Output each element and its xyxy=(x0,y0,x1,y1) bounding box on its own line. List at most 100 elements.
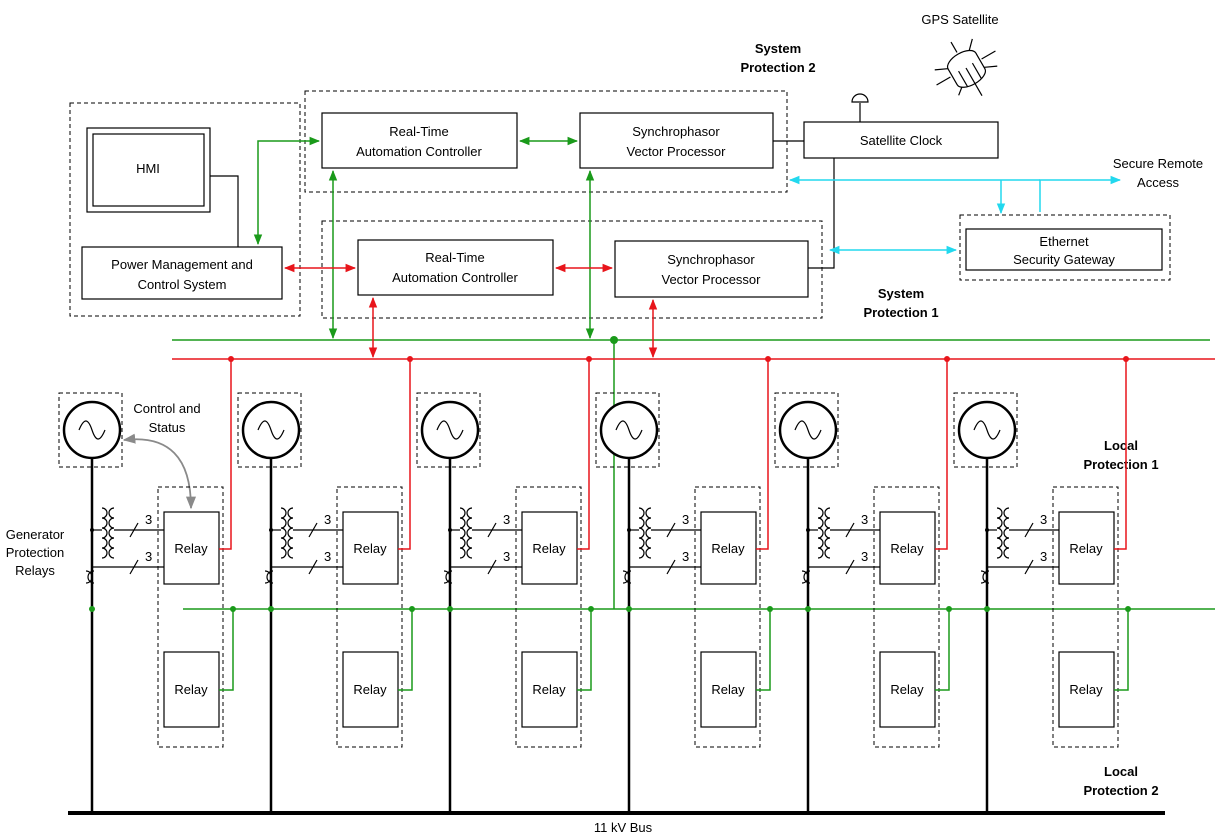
relay-green-link xyxy=(219,609,234,691)
hmi-monitor[interactable]: HMI xyxy=(86,127,211,213)
green-junction xyxy=(409,606,415,612)
current-transformer-icon: 3 xyxy=(622,549,701,584)
secure-remote-access-label-line-2: Access xyxy=(1137,175,1179,190)
relay-local-protection-1[interactable]: Relay xyxy=(700,511,757,585)
ct-count-label: 3 xyxy=(324,549,331,564)
relay-local-protection-2[interactable]: Relay xyxy=(879,651,936,728)
red-junction xyxy=(407,356,413,362)
svp-bottom-label-line-1: Synchrophasor xyxy=(667,252,755,267)
relay-label: Relay xyxy=(174,541,208,556)
relay-local-protection-2[interactable]: Relay xyxy=(163,651,220,728)
transformer-icon: 3 xyxy=(806,507,880,559)
relay-label: Relay xyxy=(532,541,566,556)
secure-remote-access-link xyxy=(1039,175,1122,212)
relay-group-outline xyxy=(873,486,940,748)
relay-red-link xyxy=(577,359,590,550)
pmcs-box[interactable]: Power Management and Control System xyxy=(81,246,283,300)
rtac-bottom-box[interactable]: Real-Time Automation Controller xyxy=(357,239,554,296)
relay-label: Relay xyxy=(353,541,387,556)
generator-icon xyxy=(420,400,480,460)
transformer-icon: 3 xyxy=(985,507,1059,559)
ct-count-label: 3 xyxy=(145,549,152,564)
rtac-top-label-line-1: Real-Time xyxy=(389,124,448,139)
relay-group-outline xyxy=(336,486,403,748)
pmcs-label-line-1: Power Management and xyxy=(111,257,253,272)
relay-group-outline xyxy=(157,486,224,748)
relay-local-protection-1[interactable]: Relay xyxy=(342,511,399,585)
vt-count-label: 3 xyxy=(861,512,868,527)
relay-label: Relay xyxy=(174,682,208,697)
generator-outline xyxy=(774,392,839,468)
relay-green-link xyxy=(398,609,413,691)
green-junction xyxy=(588,606,594,612)
relay-local-protection-1[interactable]: Relay xyxy=(163,511,220,585)
vt-count-label: 3 xyxy=(682,512,689,527)
relay-local-protection-2[interactable]: Relay xyxy=(342,651,399,728)
rtac-top-label-line-2: Automation Controller xyxy=(356,144,482,159)
current-transformer-icon: 3 xyxy=(443,549,522,584)
vt-count-label: 3 xyxy=(1040,512,1047,527)
ethernet-gateway-label-line-2: Security Gateway xyxy=(1013,252,1115,267)
bus-label: 11 kV Bus xyxy=(594,820,653,835)
relay-local-protection-1[interactable]: Relay xyxy=(521,511,578,585)
relay-local-protection-1[interactable]: Relay xyxy=(1058,511,1115,585)
svp-top-label-line-2: Vector Processor xyxy=(627,144,727,159)
ethernet-gateway-box[interactable]: Ethernet Security Gateway xyxy=(965,228,1163,271)
feeder-green-junction xyxy=(89,606,95,612)
generator-outline xyxy=(953,392,1018,468)
ethernet-gateway-label-line-1: Ethernet xyxy=(1039,234,1089,249)
control-status-label-line-1: Control and xyxy=(133,401,200,416)
relay-green-link xyxy=(577,609,592,691)
transformer-icon: 3 xyxy=(448,507,522,559)
relay-green-link xyxy=(1114,609,1129,691)
transformer-icon: 3 xyxy=(627,507,701,559)
red-junction xyxy=(1123,356,1129,362)
system-protection-1-label-line-1: System xyxy=(878,286,924,301)
local-protection-1-label-line-2: Protection 1 xyxy=(1083,457,1158,472)
relay-green-link xyxy=(935,609,950,691)
current-transformer-icon: 3 xyxy=(980,549,1059,584)
generator-outline xyxy=(237,392,302,468)
secure-remote-access-label-line-1: Secure Remote xyxy=(1113,156,1203,171)
vt-count-label: 3 xyxy=(145,512,152,527)
system-protection-1-label-line-2: Protection 1 xyxy=(863,305,938,320)
relay-local-protection-2[interactable]: Relay xyxy=(700,651,757,728)
relay-label: Relay xyxy=(353,682,387,697)
red-junction xyxy=(765,356,771,362)
relay-label: Relay xyxy=(711,682,745,697)
svp-top-box[interactable]: Synchrophasor Vector Processor xyxy=(579,112,774,169)
relay-group-outline xyxy=(1052,486,1119,748)
ct-count-label: 3 xyxy=(1040,549,1047,564)
relay-label: Relay xyxy=(532,682,566,697)
green-junction xyxy=(767,606,773,612)
relay-red-link xyxy=(398,359,411,550)
system-protection-2-label-line-1: System xyxy=(755,41,801,56)
feeder-green-junction xyxy=(984,606,990,612)
feeder-green-junction xyxy=(805,606,811,612)
generator-protection-relays-label-line-2: Protection xyxy=(6,545,65,560)
relay-green-link xyxy=(756,609,771,691)
generator-outline xyxy=(416,392,481,468)
relay-local-protection-1[interactable]: Relay xyxy=(879,511,936,585)
ethernet-gateway-outline xyxy=(959,214,1171,281)
relay-red-link xyxy=(1114,359,1127,550)
hmi-link xyxy=(210,175,239,247)
generator-icon xyxy=(599,400,659,460)
satellite-clock-box[interactable]: Satellite Clock xyxy=(803,121,999,159)
satellite-clock-label: Satellite Clock xyxy=(860,133,943,148)
relay-local-protection-2[interactable]: Relay xyxy=(521,651,578,728)
ct-count-label: 3 xyxy=(682,549,689,564)
ct-count-label: 3 xyxy=(861,549,868,564)
red-junction xyxy=(586,356,592,362)
generator-protection-relays-label-line-1: Generator xyxy=(6,527,65,542)
svp-bottom-box[interactable]: Synchrophasor Vector Processor xyxy=(614,240,809,298)
rtac-top-box[interactable]: Real-Time Automation Controller xyxy=(321,112,518,169)
current-transformer-icon: 3 xyxy=(801,549,880,584)
relay-local-protection-2[interactable]: Relay xyxy=(1058,651,1115,728)
generator-protection-relays-label-line-3: Relays xyxy=(15,563,55,578)
feeder-green-junction xyxy=(626,606,632,612)
feeder-green-junction xyxy=(447,606,453,612)
generator-icon xyxy=(778,400,838,460)
